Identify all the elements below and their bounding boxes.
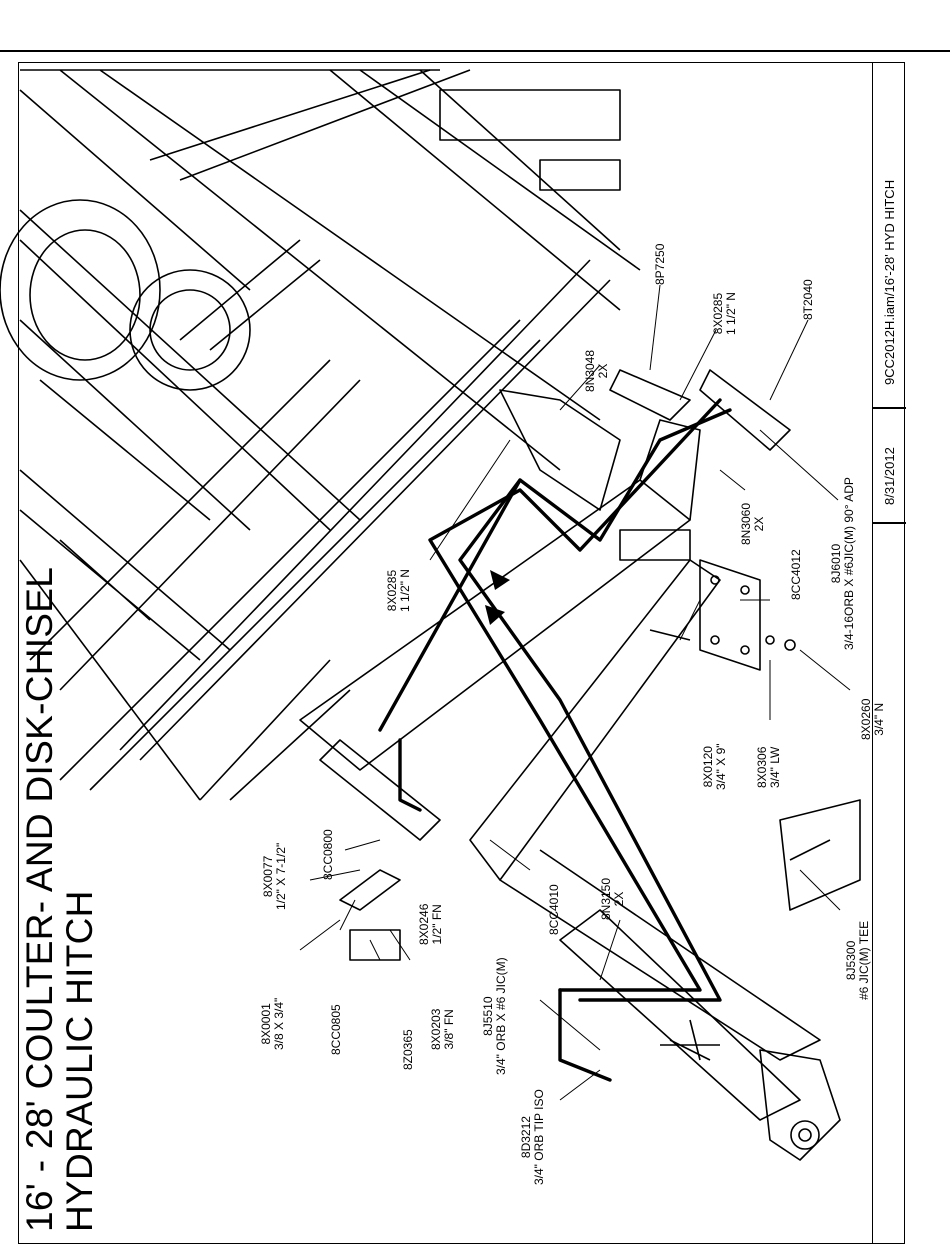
- drawing-title: 16' - 28' COULTER- AND DISK-CHISEL HYDRA…: [19, 566, 100, 1232]
- part-desc: 3/4" N: [872, 702, 886, 736]
- part-desc: 1/2" FN: [430, 904, 444, 945]
- callout-8X0285: 8X0285 1 1/2" N: [711, 292, 738, 335]
- part-desc: 2X: [596, 363, 610, 379]
- callout-8N3150: 8N3150 2X: [599, 878, 626, 920]
- part-number: 8P7250: [653, 243, 667, 285]
- part-desc: 1/2" X 7-1/2": [274, 842, 288, 910]
- part-desc: #6 JIC(M) TEE: [857, 920, 871, 1000]
- part-desc: 2X: [752, 516, 766, 532]
- callout-8X0077: 8X0077 1/2" X 7-1/2": [261, 842, 288, 910]
- title-block-divider: [873, 407, 906, 409]
- callout-8CC0800: 8CC0800: [321, 829, 335, 880]
- callout-8Z0365: 8Z0365: [401, 1029, 415, 1070]
- date-text: 8/31/2012: [882, 447, 897, 505]
- callout-8J5300: 8J5300 #6 JIC(M) TEE: [844, 920, 871, 1000]
- top-rule: [0, 50, 950, 52]
- part-number: 8T2040: [801, 279, 815, 320]
- callout-8X0246: 8X0246 1/2" FN: [417, 904, 444, 945]
- part-number: 8CC0805: [329, 1004, 343, 1055]
- callout-8J5510: 8J5510 3/4" ORB X #6 JIC(M): [481, 957, 508, 1075]
- callout-8X0203: 8X0203 3/8" FN: [429, 1009, 456, 1050]
- callout-8X0306: 8X0306 3/4" LW: [755, 746, 782, 788]
- callout-8N3060: 8N3060 2X: [739, 503, 766, 545]
- title-line-2: HYDRAULIC HITCH: [59, 890, 100, 1232]
- title-block-divider: [873, 522, 906, 524]
- callout-8J6010: 8J6010 3/4-16ORB X #6JIC(M) 90° ADP: [829, 477, 856, 650]
- callout-8CC4010: 8CC4010: [547, 884, 561, 935]
- callout-8X0285-b: 8X0285 1 1/2" N: [385, 569, 412, 612]
- part-desc: 3/8" FN: [442, 1009, 456, 1050]
- part-desc: 2X: [612, 891, 626, 907]
- part-desc: 3/4" ORB TIP ISO: [532, 1089, 546, 1185]
- part-number: 8CC4010: [547, 884, 561, 935]
- filename-text: 9CC2012H.iam/16'-28' HYD HITCH: [882, 179, 897, 385]
- part-number: 8CC4012: [789, 549, 803, 600]
- callout-8CC4012: 8CC4012: [789, 549, 803, 600]
- callout-8D3212: 8D3212 3/4" ORB TIP ISO: [519, 1089, 546, 1185]
- callout-8X0001: 8X0001 3/8 X 3/4": [259, 997, 286, 1050]
- part-desc: 3/4-16ORB X #6JIC(M) 90° ADP: [842, 477, 856, 650]
- part-desc: 3/8 X 3/4": [272, 997, 286, 1050]
- part-desc: 3/4" ORB X #6 JIC(M): [494, 957, 508, 1075]
- drawing-frame: [18, 62, 905, 1244]
- callout-8N3048: 8N3048 2X: [583, 350, 610, 392]
- part-number: 8Z0365: [401, 1029, 415, 1070]
- callout-8X0260: 8X0260 3/4" N: [859, 699, 886, 740]
- callout-8X0120: 8X0120 3/4" X 9": [701, 743, 728, 790]
- title-line-1: 16' - 28' COULTER- AND DISK-CHISEL: [19, 566, 60, 1232]
- part-desc: 3/4" X 9": [714, 743, 728, 790]
- part-desc: 1 1/2" N: [724, 292, 738, 335]
- part-desc: 1 1/2" N: [398, 569, 412, 612]
- callout-8CC0805: 8CC0805: [329, 1004, 343, 1055]
- callout-8T2040: 8T2040: [801, 279, 815, 320]
- title-block: [872, 62, 906, 1244]
- callout-8P7250: 8P7250: [653, 243, 667, 285]
- part-number: 8CC0800: [321, 829, 335, 880]
- part-desc: 3/4" LW: [768, 746, 782, 788]
